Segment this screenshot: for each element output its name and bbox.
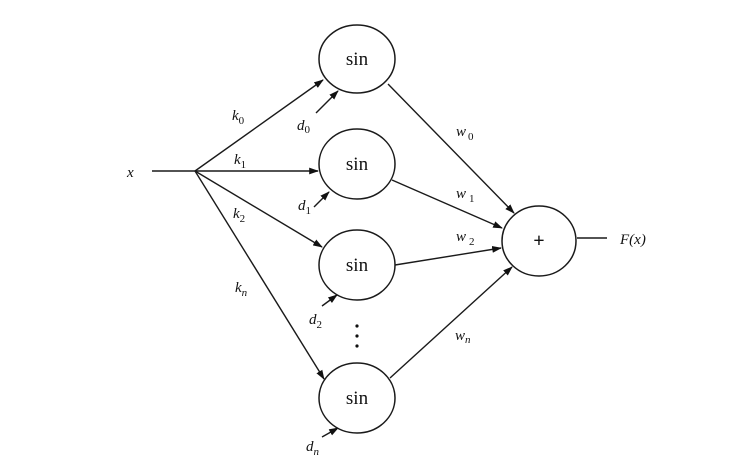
ellipsis-dot <box>355 324 359 328</box>
sum-circle <box>501 205 577 277</box>
label-dn: dn <box>306 439 320 458</box>
sum-label: + <box>533 230 544 252</box>
edge-d2 <box>321 294 338 307</box>
label-wn: wn <box>455 328 471 346</box>
edge-d0 <box>315 90 339 114</box>
node-label: sin <box>346 388 369 409</box>
ellipsis-dot <box>355 344 359 348</box>
hidden-node-n: sin <box>318 362 396 434</box>
ellipsis-dot <box>355 334 359 338</box>
hidden-node-2: sin <box>318 229 396 301</box>
edge-w2 <box>394 246 502 266</box>
output-label: F(x) <box>619 232 646 248</box>
edge-w0 <box>387 83 515 214</box>
edge-w1 <box>391 179 503 229</box>
node-label: sin <box>346 154 369 175</box>
node-label: sin <box>346 255 369 276</box>
node-circle <box>318 24 396 94</box>
hidden-node-1: sin <box>318 128 396 200</box>
label-d1: d1 <box>298 198 311 217</box>
label-d2: d2 <box>309 312 322 331</box>
edge-wn <box>389 266 513 379</box>
edge-d1 <box>313 191 330 208</box>
edge-k0 <box>194 79 324 172</box>
input-label-x: x <box>126 165 134 181</box>
node-circle <box>318 362 396 434</box>
edge-dn <box>321 427 339 438</box>
edge-k2 <box>194 170 323 248</box>
sum-node: + <box>501 205 577 277</box>
label-k0: k0 <box>232 108 245 127</box>
node-circle <box>318 229 396 301</box>
edge-kn <box>194 170 325 380</box>
node-circle <box>318 128 396 200</box>
label-kn: kn <box>235 280 248 299</box>
label-d0: d0 <box>297 118 311 136</box>
label-k2: k2 <box>233 206 245 225</box>
ellipsis-dots <box>355 324 359 348</box>
label-k1: k1 <box>234 152 246 171</box>
node-label: sin <box>346 49 369 70</box>
hidden-node-0: sin <box>318 24 396 94</box>
